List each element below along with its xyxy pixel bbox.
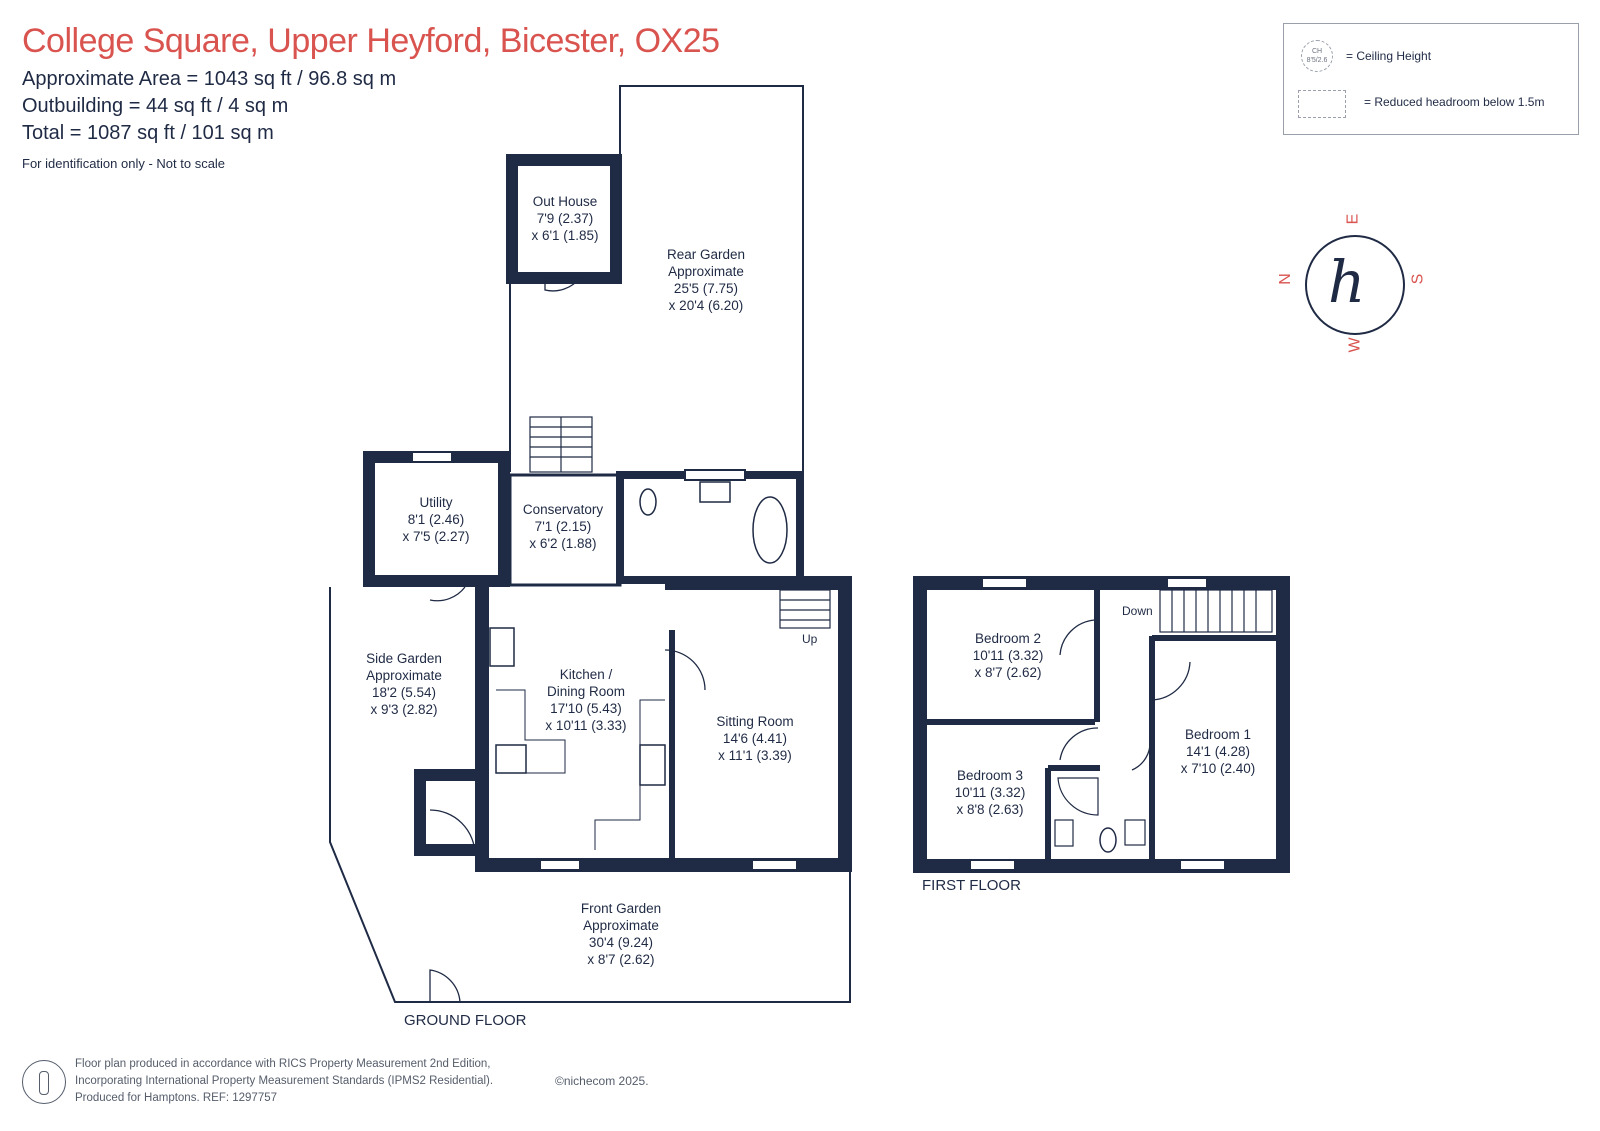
ground-floor-label: GROUND FLOOR [404, 1012, 527, 1029]
brand-logo-icon: h [1328, 248, 1366, 316]
kitchen-counter-right [594, 699, 665, 850]
first-floor-label: FIRST FLOOR [922, 877, 1021, 894]
first-basin-icon [1054, 819, 1074, 847]
rics-icon [22, 1060, 66, 1104]
legend: CH 8'5/2.6 = Ceiling Height = Reduced he… [1283, 23, 1579, 135]
basin-icon [699, 481, 731, 503]
bath-icon [752, 496, 788, 564]
compass: h N S E W [1277, 210, 1430, 360]
kitchen-walls [475, 576, 852, 872]
first-floor-windows [969, 577, 1226, 871]
ground-doors [429, 277, 706, 1003]
reduced-headroom-icon [1298, 90, 1346, 118]
stairs-up-label: Up [802, 632, 818, 646]
first-wc-icon [1099, 827, 1117, 853]
ceiling-height-icon: CH 8'5/2.6 [1301, 40, 1333, 72]
outbuilding-area: Outbuilding = 44 sq ft / 4 sq m [22, 95, 289, 117]
reduced-headroom-label: = Reduced headroom below 1.5m [1364, 95, 1545, 109]
wc-icon [639, 488, 657, 516]
compass-ring [1305, 235, 1405, 335]
bathroom-walls [616, 471, 804, 584]
side-front-garden-boundary [329, 587, 851, 1003]
first-floor-stairs [1159, 589, 1273, 633]
ground-staircase [529, 416, 593, 473]
ground-windows [411, 451, 798, 871]
first-floor-doors [1059, 619, 1191, 771]
approximate-area: Approximate Area = 1043 sq ft / 96.8 sq … [22, 68, 397, 90]
footer-notes: Floor plan produced in accordance with R… [75, 1058, 494, 1104]
hob-icon [495, 744, 527, 774]
stairs-down-label: Down [1122, 604, 1153, 618]
identification-note: For identification only - Not to scale [22, 156, 226, 171]
hall-walls [414, 769, 476, 856]
shower-icon [1057, 777, 1099, 816]
sink-icon [639, 744, 666, 786]
ceiling-height-label: = Ceiling Height [1346, 49, 1432, 63]
airing-cupboard-icon [1124, 819, 1146, 846]
copyright: ©nichecom 2025. [555, 1074, 649, 1088]
page-title: College Square, Upper Heyford, Bicester,… [22, 22, 720, 60]
ground-stairs-up [779, 589, 831, 629]
total-area: Total = 1087 sq ft / 101 sq m [22, 122, 274, 144]
appliance-icon [489, 627, 515, 667]
kitchen-counter [496, 689, 566, 774]
